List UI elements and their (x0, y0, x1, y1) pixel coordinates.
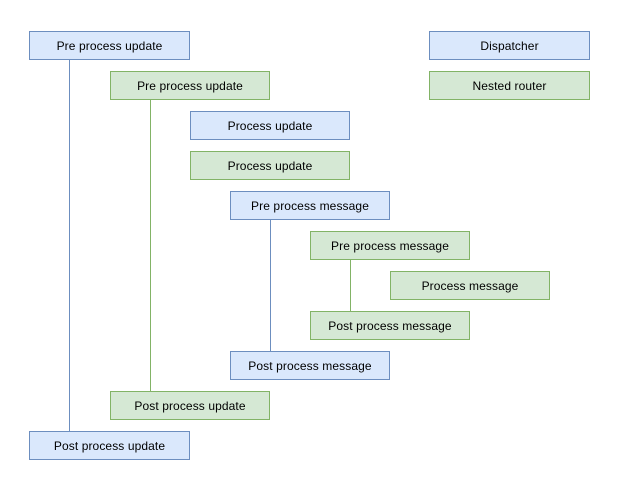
flow-node-10[interactable]: Post process update (29, 431, 190, 460)
connector-line (69, 60, 70, 431)
legend-node-1[interactable]: Nested router (429, 71, 590, 100)
flow-node-label: Process update (227, 158, 313, 173)
legend-node-0[interactable]: Dispatcher (429, 31, 590, 60)
flow-node-3[interactable]: Process update (190, 151, 350, 180)
flow-node-9[interactable]: Post process update (110, 391, 270, 420)
flow-node-label: Pre process message (331, 238, 449, 253)
connector-line (350, 260, 351, 311)
flow-node-1[interactable]: Pre process update (110, 71, 270, 100)
flow-node-label: Post process message (328, 318, 452, 333)
flow-node-6[interactable]: Process message (390, 271, 550, 300)
flow-node-5[interactable]: Pre process message (310, 231, 470, 260)
flow-node-label: Post process update (53, 438, 166, 453)
flow-node-label: Process message (421, 278, 519, 293)
legend-node-label: Nested router (472, 78, 547, 93)
flow-node-8[interactable]: Post process message (230, 351, 390, 380)
flow-node-label: Pre process message (251, 198, 369, 213)
connector-line (150, 100, 151, 391)
flow-node-label: Process update (227, 118, 313, 133)
connector-line (270, 220, 271, 351)
flow-node-0[interactable]: Pre process update (29, 31, 190, 60)
flow-node-label: Post process update (134, 398, 246, 413)
flow-node-2[interactable]: Process update (190, 111, 350, 140)
flow-node-label: Post process message (248, 358, 372, 373)
flow-node-7[interactable]: Post process message (310, 311, 470, 340)
flow-node-label: Pre process update (56, 38, 163, 53)
flow-node-4[interactable]: Pre process message (230, 191, 390, 220)
legend-node-label: Dispatcher (480, 38, 539, 53)
flow-node-label: Pre process update (137, 78, 243, 93)
